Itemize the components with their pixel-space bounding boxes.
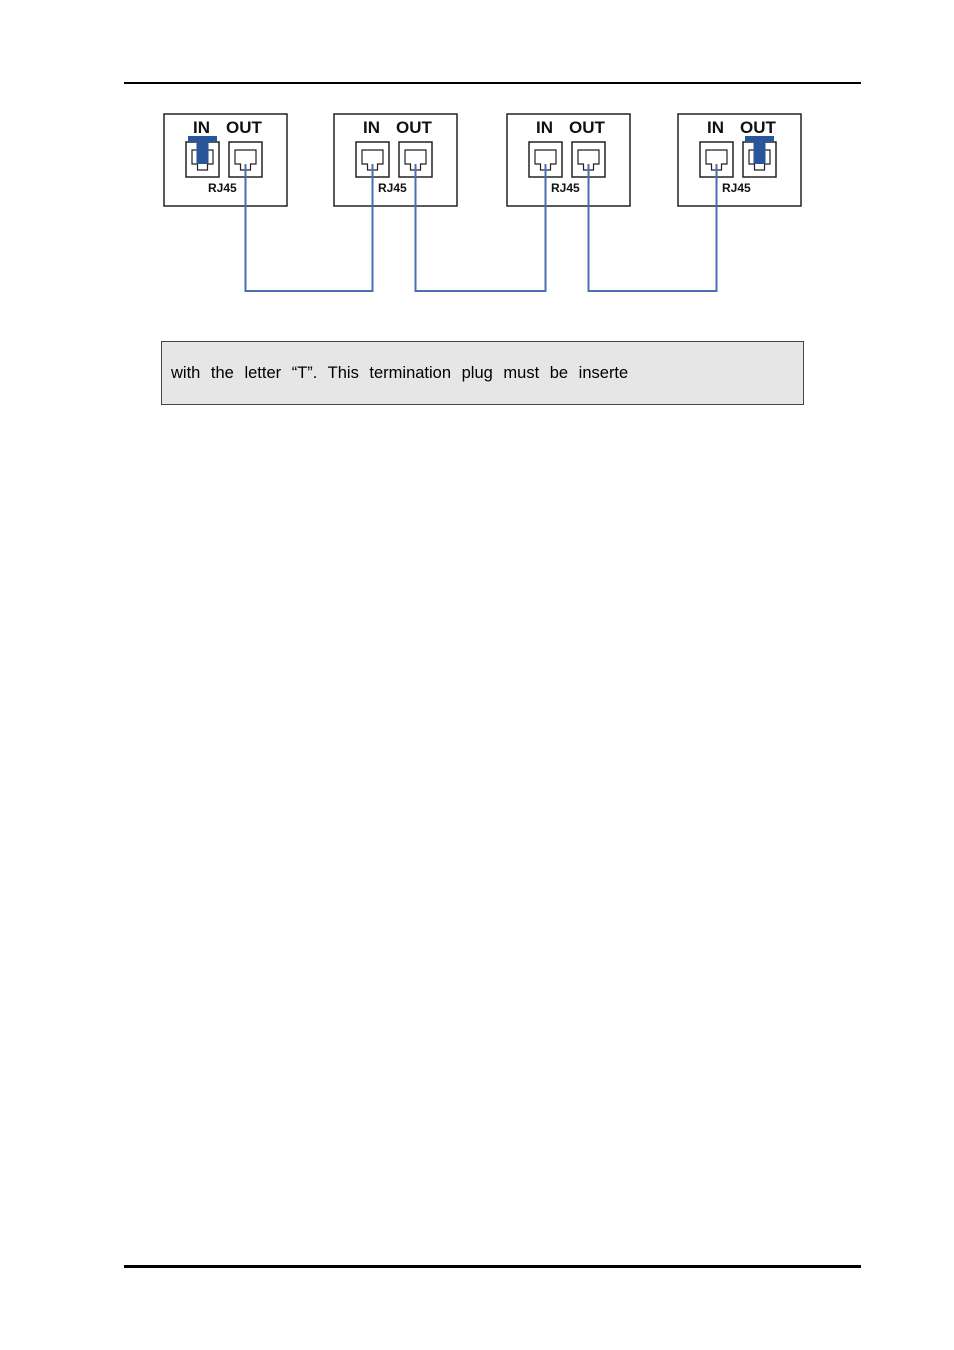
note-box: with the letter “T”. This termination pl…: [161, 341, 804, 405]
cable-link-2: [414, 164, 547, 292]
in-label: IN: [707, 118, 724, 137]
device-box: [506, 113, 631, 207]
device-unit-1: IN OUT RJ45: [163, 113, 288, 207]
rj45-label: RJ45: [722, 181, 751, 195]
device-unit-4: IN OUT RJ45: [677, 113, 802, 207]
cable-link-1: [244, 164, 374, 292]
in-label: IN: [536, 118, 553, 137]
footer-rule: [124, 1265, 861, 1268]
note-text: with the letter “T”. This termination pl…: [171, 364, 629, 382]
out-label: OUT: [740, 118, 777, 137]
rj45-label: RJ45: [208, 181, 237, 195]
cable-link-3: [587, 164, 718, 292]
rj45-out-port: [742, 136, 777, 178]
device-unit-3: IN OUT RJ45: [506, 113, 631, 207]
out-label: OUT: [396, 118, 433, 137]
device-box: [333, 113, 458, 207]
out-label: OUT: [226, 118, 263, 137]
in-label: IN: [193, 118, 210, 137]
rj45-label: RJ45: [551, 181, 580, 195]
rj45-daisy-chain-diagram: IN OUT RJ45 IN OUT RJ45 IN OUT RJ45 IN OUT RJ45: [163, 113, 802, 292]
device-box: [677, 113, 802, 207]
header-rule: [124, 82, 861, 84]
out-label: OUT: [569, 118, 606, 137]
in-label: IN: [363, 118, 380, 137]
rj45-label: RJ45: [378, 181, 407, 195]
rj45-in-port: [185, 136, 220, 178]
device-box: [163, 113, 288, 207]
device-unit-2: IN OUT RJ45: [333, 113, 458, 207]
